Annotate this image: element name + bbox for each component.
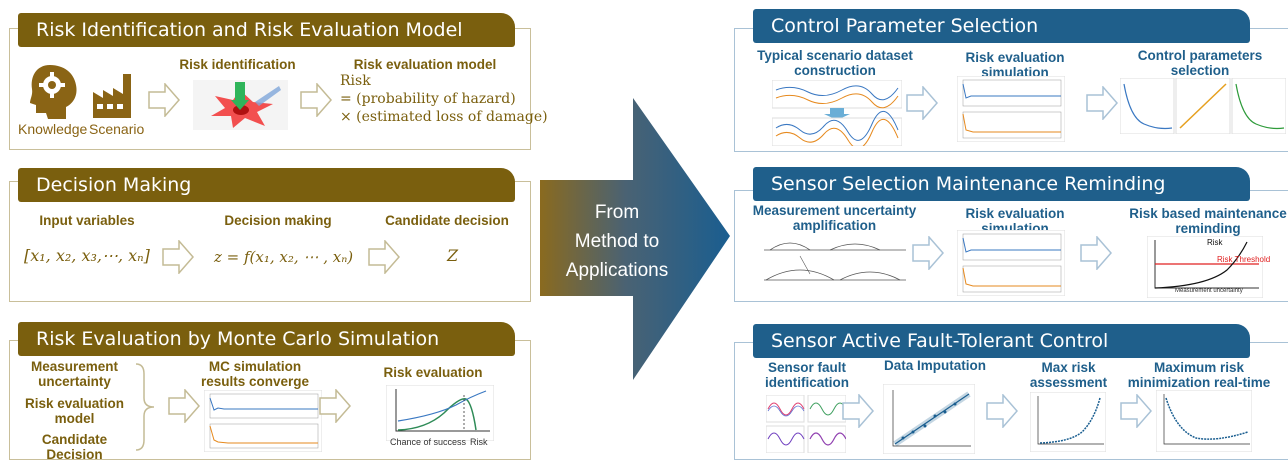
- formula-line-2: = (probability of hazard): [340, 91, 516, 107]
- risk-identification-image: [193, 80, 288, 130]
- input-variables-label: Input variables: [39, 213, 135, 228]
- candidate-symbol: Z: [447, 246, 459, 265]
- control-param-title: Control Parameter Selection: [753, 9, 1250, 43]
- max-risk-chart: [1030, 392, 1106, 452]
- knowledge-head-icon: [30, 65, 77, 119]
- knowledge-label: Knowledge: [18, 121, 88, 137]
- decision-making-label: Decision making: [224, 213, 332, 228]
- arrow-icon: [1080, 236, 1112, 270]
- arrow-icon: [368, 240, 400, 274]
- data-imputation-label: Data Imputation: [883, 358, 986, 373]
- scenario-label: Scenario: [89, 121, 145, 137]
- arrow-icon: [906, 86, 938, 120]
- center-text-line-2: Method to: [574, 231, 660, 252]
- chance-of-success-label: Chance of success: [390, 437, 467, 447]
- risk-identification-label: Risk identification: [179, 57, 296, 72]
- risk-sim-thumbnail-2: [957, 230, 1065, 296]
- mc-convergence-chart: [204, 390, 322, 452]
- arrow-icon: [162, 240, 194, 274]
- risk-evaluation-curve: [386, 385, 494, 441]
- center-text-line-3: Applications: [565, 260, 669, 281]
- mc-results-label: MC simulation results converge: [200, 359, 310, 389]
- risk-evaluation-label: Risk evaluation: [383, 365, 483, 380]
- risk-evaluation-model-label: Risk evaluation model: [353, 57, 497, 72]
- formula-line-1: Risk: [340, 73, 371, 89]
- candidate-decision-label: Candidate decision: [385, 213, 509, 228]
- formula-line-3: × (estimated loss of damage): [340, 109, 548, 125]
- risk-axis-label: Risk: [470, 437, 488, 447]
- arrow-icon: [300, 83, 332, 117]
- measurement-amp-thumbnail: [760, 236, 910, 296]
- risk-evaluation-model-input-label: Risk evaluation model: [24, 396, 125, 426]
- factory-icon: [93, 74, 131, 118]
- arrow-icon: [319, 389, 351, 423]
- center-text-line-1: From: [594, 202, 640, 223]
- uncertainty-axis-label: Measurement uncertainty: [1175, 288, 1243, 294]
- arrow-icon: [168, 389, 200, 423]
- risk-threshold-label: Risk Threshold: [1217, 255, 1271, 264]
- minimization-chart: [1156, 390, 1252, 452]
- dataset-thumbnail: [772, 80, 902, 146]
- max-risk-label: Max risk assessment: [1029, 360, 1108, 390]
- data-imputation-scatter: [883, 384, 975, 454]
- arrow-icon: [842, 394, 874, 428]
- arrow-icon: [986, 394, 1018, 428]
- candidate-decision-input-label: Candidate Decision: [41, 432, 108, 462]
- decision-formula: z = f(x₁, x₂, ⋯ , xₙ): [214, 248, 354, 266]
- maintenance-chart: [1147, 236, 1263, 298]
- measurement-uncertainty-label: Measurement uncertainty: [30, 359, 119, 389]
- fault-identification-label: Sensor fault identification: [765, 360, 849, 390]
- fault-identification-thumbnail: [766, 395, 846, 453]
- monte-carlo-title: Risk Evaluation by Monte Carlo Simulatio…: [18, 322, 515, 356]
- arrow-icon: [148, 83, 180, 117]
- fault-tolerant-title: Sensor Active Fault-Tolerant Control: [753, 324, 1250, 358]
- sensor-selection-title: Sensor Selection Maintenance Reminding: [753, 167, 1250, 201]
- arrow-icon: [912, 236, 944, 270]
- arrow-icon: [1086, 86, 1118, 120]
- input-formula: [x₁, x₂, x₃,⋯, xₙ]: [24, 246, 150, 265]
- measurement-amp-label: Measurement uncertainty amplification: [752, 203, 917, 233]
- dataset-construction-label: Typical scenario dataset construction: [757, 48, 913, 78]
- control-params-label: Control parameters selection: [1137, 48, 1263, 78]
- risk-curve-label: Risk: [1207, 238, 1223, 247]
- risk-model-title: Risk Identification and Risk Evaluation …: [18, 13, 515, 47]
- brace-icon: [135, 363, 155, 451]
- method-to-applications-arrow: [540, 98, 730, 380]
- risk-sim-thumbnail-1: [957, 76, 1065, 142]
- decision-title: Decision Making: [18, 168, 515, 202]
- arrow-icon: [1120, 394, 1152, 428]
- control-params-thumbnail: [1120, 78, 1286, 134]
- maintenance-label: Risk based maintenance reminding: [1129, 206, 1287, 236]
